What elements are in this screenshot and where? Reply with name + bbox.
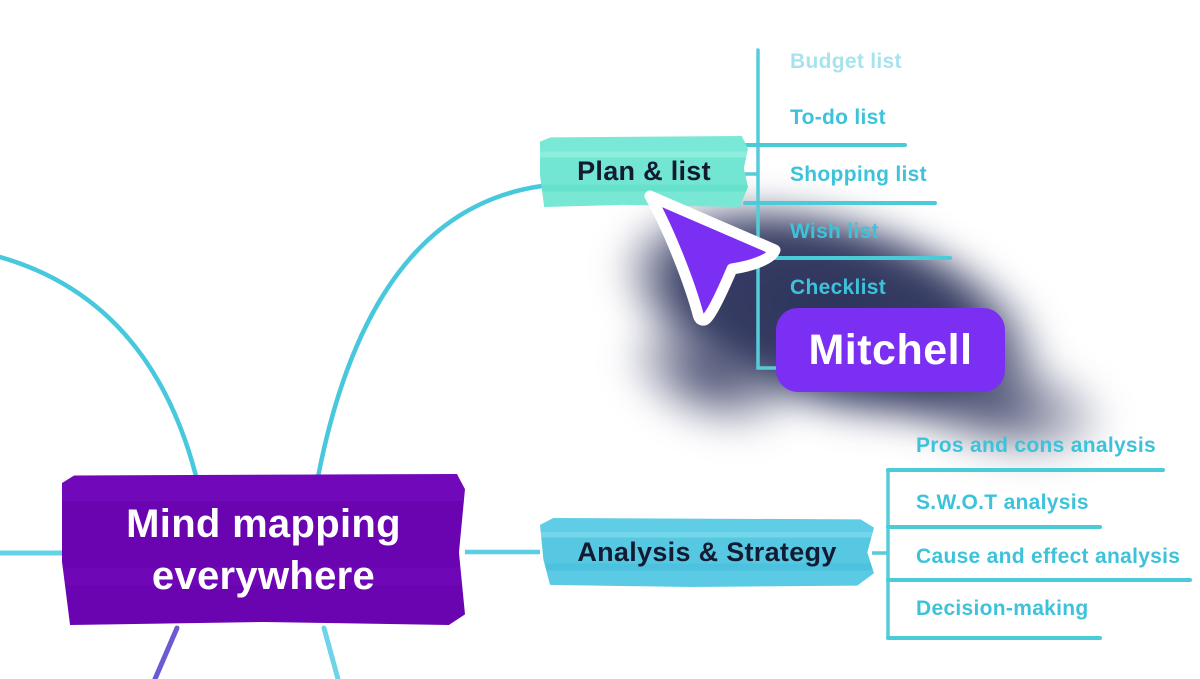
analysis-item-pros-and-cons[interactable]: Pros and cons analysis bbox=[916, 434, 1157, 457]
root-node-label-line1: Mind mapping bbox=[126, 501, 401, 546]
plan-item-shopping-list[interactable]: Shopping list bbox=[790, 163, 927, 186]
branch-node-analysis-and-strategy[interactable]: Analysis & Strategy bbox=[540, 518, 874, 587]
branch-node-label: Plan & list bbox=[577, 156, 711, 186]
collaborator-name: Mitchell bbox=[808, 325, 973, 374]
branch-node-label: Analysis & Strategy bbox=[577, 537, 837, 567]
plan-item-todo-list[interactable]: To-do list bbox=[790, 106, 886, 129]
analysis-item-decision-making[interactable]: Decision-making bbox=[916, 597, 1089, 620]
root-branch-curve-left bbox=[0, 254, 199, 479]
plan-item-budget-list[interactable]: Budget list bbox=[790, 50, 902, 73]
branch-node-plan-and-list[interactable]: Plan & list bbox=[540, 136, 748, 207]
root-branch-line-bottom-left bbox=[152, 625, 180, 679]
plan-item-checklist[interactable]: Checklist bbox=[790, 276, 887, 299]
analysis-item-cause-and-effect[interactable]: Cause and effect analysis bbox=[916, 545, 1181, 568]
collaborator-name-tag: Mitchell bbox=[776, 308, 1005, 392]
cursor-arrow-shape bbox=[644, 190, 781, 326]
root-node[interactable]: Mind mapping everywhere bbox=[62, 474, 465, 625]
plan-item-wish-list[interactable]: Wish list bbox=[790, 220, 879, 243]
root-to-plan-curve bbox=[315, 183, 545, 480]
root-node-label-line2: everywhere bbox=[151, 553, 376, 598]
root-branch-line-bottom-right bbox=[321, 625, 341, 679]
analysis-item-swot[interactable]: S.W.O.T analysis bbox=[916, 491, 1089, 514]
collaborator-cursor-icon bbox=[644, 190, 781, 326]
